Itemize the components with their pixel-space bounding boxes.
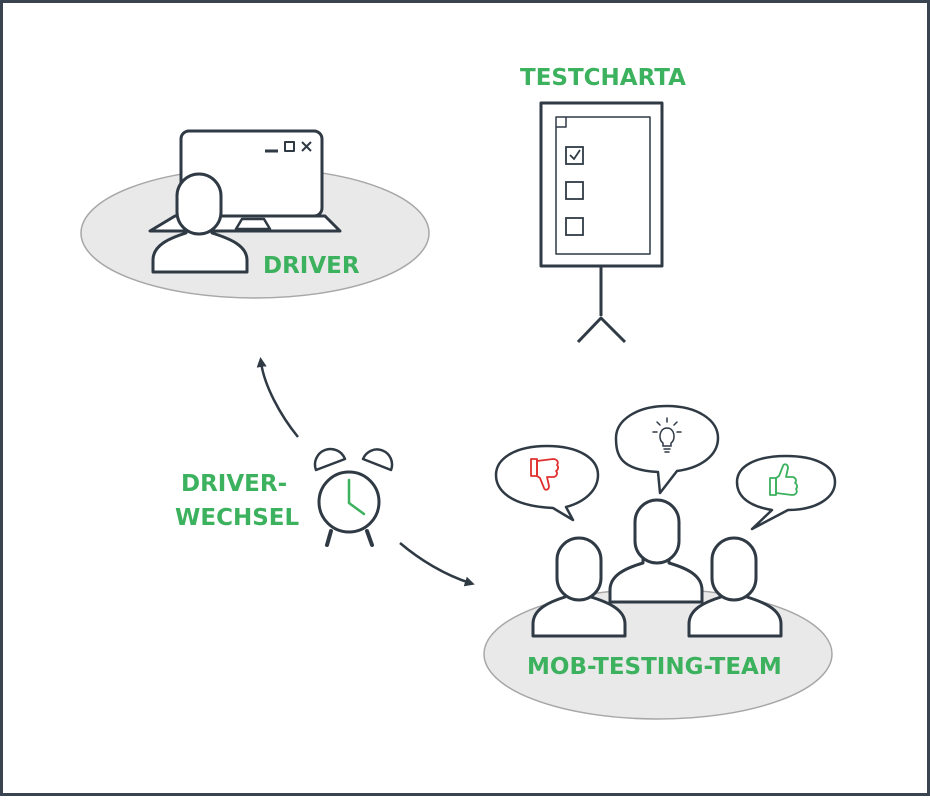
flipchart-icon [539, 101, 664, 344]
speech-bubble-idea [614, 404, 720, 495]
lightbulb-icon [652, 417, 682, 453]
driver-group: DRIVER [80, 129, 430, 299]
alarm-clock-icon [313, 447, 394, 547]
thumbs-up-icon [769, 463, 798, 496]
testcharta-label: TESTCHARTA [520, 65, 686, 91]
checkbox-empty-icon [565, 217, 584, 236]
driver-change-label-line2: WECHSEL [175, 505, 299, 531]
speech-bubble-thumbs-up [735, 454, 837, 531]
checkbox-empty-icon [565, 181, 584, 200]
team-person-icon [531, 536, 627, 638]
driver-change-label-line1: DRIVER- [181, 471, 287, 497]
arrow-to-team [399, 542, 475, 587]
arrow-to-driver [256, 357, 299, 438]
driver-person-icon [151, 172, 249, 274]
testcharta-group: TESTCHARTA [520, 65, 686, 344]
team-person-icon [608, 498, 704, 604]
mob-team-group: MOB-TESTING-TEAM [483, 404, 837, 720]
thumbs-down-icon [530, 458, 559, 491]
mob-team-label: MOB-TESTING-TEAM [527, 654, 782, 680]
driver-change-group: DRIVER- WECHSEL [175, 357, 475, 587]
checkbox-checked-icon [565, 146, 584, 165]
team-person-icon [687, 536, 783, 638]
driver-label: DRIVER [263, 253, 360, 279]
speech-bubble-thumbs-down [494, 444, 600, 522]
